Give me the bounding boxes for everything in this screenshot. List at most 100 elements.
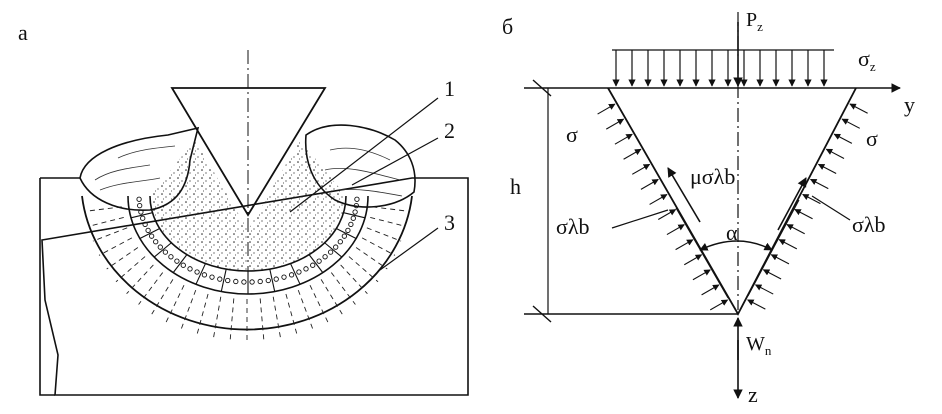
height-label: h — [510, 174, 521, 199]
cell-grain — [281, 274, 287, 280]
force-wn-label: Wn — [746, 333, 772, 358]
radial-dash — [151, 279, 174, 315]
bottom-line-tick — [532, 305, 552, 323]
force-pz-label: Pz — [746, 9, 763, 34]
cell-grain — [296, 269, 302, 275]
pressure-arrow — [692, 269, 711, 281]
cell-grain — [327, 249, 334, 255]
radial-dash — [229, 298, 235, 342]
cell-grain — [162, 249, 169, 255]
cell-divider — [130, 212, 153, 219]
radial-dash — [370, 216, 406, 227]
panel-b: б y h z Pz σz α σ — [502, 9, 915, 407]
cell-grain — [316, 258, 322, 264]
pressure-arrow — [778, 239, 798, 250]
cell-grain — [257, 278, 263, 285]
cell-grain — [148, 233, 155, 239]
sigma-right-label: σ — [866, 126, 878, 151]
normal-left-label: σλb — [556, 214, 590, 239]
radial-dash — [106, 247, 139, 270]
radial-dash — [165, 285, 185, 323]
pressure-arrow — [631, 163, 651, 175]
zone-label-1: 1 — [444, 76, 455, 101]
cell-divider — [336, 228, 357, 240]
sigma-z-sub: z — [870, 59, 876, 74]
right-pile-up — [304, 124, 416, 208]
pressure-arrow — [623, 148, 642, 160]
cell-divider — [308, 254, 324, 273]
panel-a: а 1 2 3 — [18, 20, 469, 396]
cone-section — [607, 87, 857, 316]
friction-arrow-left — [667, 167, 701, 223]
cell-grain — [303, 266, 309, 272]
pressure-arrow — [709, 299, 729, 311]
zone-label-2: 2 — [444, 118, 455, 143]
cell-grain — [201, 272, 208, 278]
cell-grain — [187, 266, 193, 272]
cell-grain — [217, 276, 223, 282]
radial-dash — [285, 293, 298, 335]
pressure-arrow — [605, 118, 625, 130]
cell-grain — [153, 239, 159, 245]
pressure-arrow — [841, 118, 861, 129]
angle-alpha-label: α — [726, 220, 738, 245]
cell-grain — [140, 215, 146, 221]
radial-dash — [259, 298, 265, 342]
pressure-arrow — [794, 208, 813, 220]
force-pz-sub: z — [757, 19, 763, 34]
pressure-arrow — [833, 133, 853, 144]
radial-dash — [361, 237, 396, 256]
panel-b-letter: б — [502, 14, 513, 39]
force-wn-main: W — [746, 333, 765, 355]
cell-grain — [341, 233, 348, 239]
pressure-arrow — [675, 239, 694, 251]
cell-grain — [225, 277, 231, 284]
cell-grain — [194, 269, 200, 275]
cell-grain — [157, 244, 163, 250]
pressure-arrow — [666, 224, 685, 236]
leader-3 — [379, 227, 439, 271]
sigma-z-load-arrows — [612, 49, 834, 87]
cell-grain — [180, 262, 186, 268]
pressure-arrow — [817, 163, 837, 175]
cell-grain — [249, 279, 255, 285]
cell-grain — [265, 277, 271, 284]
specimen-left-edge — [39, 178, 55, 396]
radial-dash — [85, 206, 122, 212]
cell-grain — [136, 196, 142, 202]
cell-grain — [354, 196, 360, 202]
zone-2-cells — [130, 196, 366, 294]
pile-up-texture — [94, 145, 403, 197]
radial-dash — [196, 293, 209, 335]
pressure-arrow — [762, 269, 782, 280]
radial-dash — [180, 289, 197, 330]
cell-grain — [137, 202, 143, 209]
pressure-arrow — [809, 178, 829, 190]
left-pile-up — [79, 126, 200, 211]
pressure-arrow — [786, 224, 805, 235]
specimen-block — [40, 177, 469, 396]
leader-1 — [289, 97, 439, 213]
radial-dash — [330, 272, 356, 305]
cell-divider — [153, 242, 172, 258]
cell-grain — [345, 227, 351, 234]
angle-alpha-arc — [699, 240, 773, 251]
cell-grain — [288, 272, 295, 278]
zone-3-hatching — [85, 206, 409, 342]
cell-grain — [352, 209, 358, 215]
cell-grain — [233, 278, 239, 285]
radial-dash — [272, 296, 282, 339]
normal-left-leader — [611, 209, 669, 229]
radial-dash — [98, 237, 133, 256]
zone-label-3: 3 — [444, 210, 455, 235]
normal-right-leader — [811, 195, 851, 221]
radial-dash — [309, 285, 329, 323]
cell-grain — [241, 279, 247, 285]
cell-grain — [145, 227, 151, 234]
radial-dash — [297, 289, 314, 330]
pressure-arrow — [701, 284, 720, 296]
cell-grain — [310, 262, 316, 268]
radial-dash — [372, 206, 409, 212]
